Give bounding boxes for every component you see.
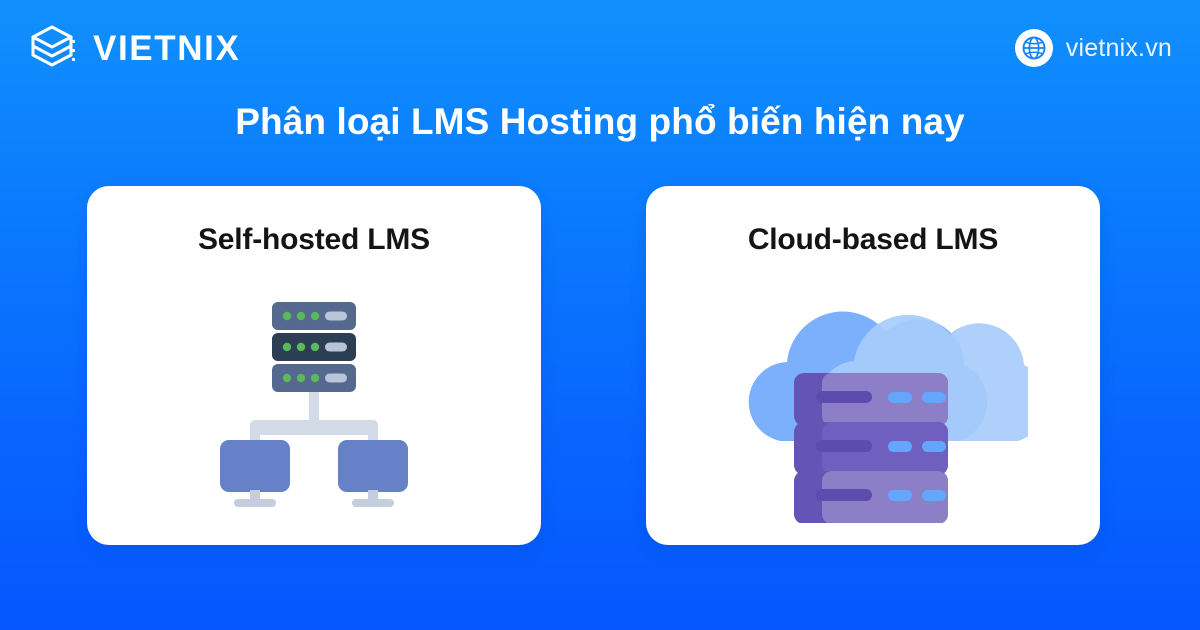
brand-logo[interactable]: VIETNIX — [24, 20, 240, 76]
card-illustration-area — [646, 258, 1100, 545]
page-header: VIETNIX vietnix.vn — [0, 0, 1200, 96]
card-illustration-area — [87, 258, 541, 545]
globe-icon — [1014, 29, 1053, 67]
card-title: Self-hosted LMS — [197, 223, 430, 256]
card-title: Cloud-based LMS — [747, 223, 999, 256]
stacked-layers-logo-icon — [24, 20, 80, 76]
brand-name: VIETNIX — [93, 28, 241, 68]
card-self-hosted[interactable]: Self-hosted LMS — [87, 186, 541, 545]
cloud-server-stack-illustration — [718, 278, 1047, 528]
site-url-group[interactable]: vietnix.vn — [1014, 29, 1172, 67]
on-premise-server-network-illustration — [199, 292, 429, 517]
card-cloud-based[interactable]: Cloud-based LMS — [646, 186, 1100, 545]
page-title: Phân loại LMS Hosting phổ biến hiện nay — [235, 101, 965, 142]
card-row: Self-hosted LMS — [87, 186, 1100, 545]
site-url-label: vietnix.vn — [1065, 33, 1172, 62]
